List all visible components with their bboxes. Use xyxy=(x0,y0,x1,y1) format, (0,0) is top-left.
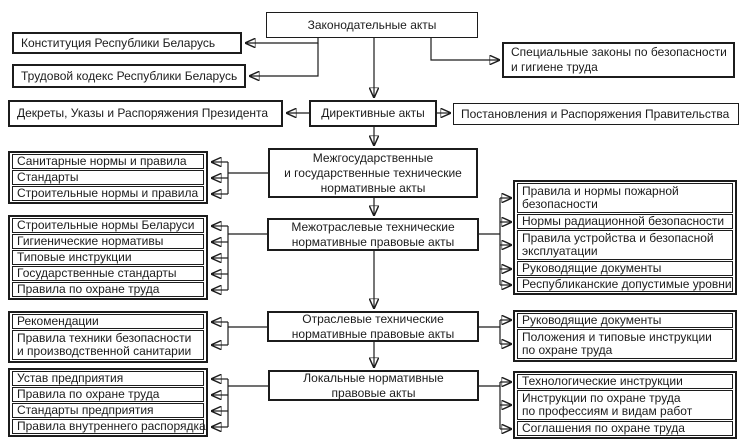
label: и государственные технические xyxy=(284,165,462,180)
node-labor-code: Трудовой кодекс Республики Беларусь xyxy=(12,64,246,88)
label: Специальные законы по безопасности xyxy=(511,45,727,59)
label: и гигиене труда xyxy=(511,60,598,74)
label: Типовые инструкции xyxy=(17,249,132,264)
label: по охране труда xyxy=(522,343,613,357)
list-item: Правила внутреннего распорядка xyxy=(12,418,206,434)
list-local-right: Технологические инструкции Инструкции по… xyxy=(513,371,737,439)
list-item: Устав предприятия xyxy=(12,371,204,386)
label: Санитарные нормы и правила xyxy=(17,153,187,168)
node-constitution: Конституция Республики Беларусь xyxy=(12,32,242,54)
label: и производственной санитарии xyxy=(17,344,192,358)
list-item: Нормы радиационной безопасности xyxy=(517,214,733,229)
label: Отраслевые технические xyxy=(302,311,444,326)
list-local-left: Устав предприятия Правила по охране труд… xyxy=(8,368,208,437)
label: безопасности xyxy=(522,197,598,211)
label: Государственные стандарты xyxy=(17,265,177,280)
label: Локальные нормативные xyxy=(303,370,444,385)
label: Положения и типовые инструкции xyxy=(522,329,712,344)
list-interstate-left: Санитарные нормы и правила Стандарты Стр… xyxy=(8,151,208,204)
list-item: Стандарты xyxy=(12,170,204,185)
list-item: Республиканские допустимые уровни xyxy=(517,277,733,292)
label: нормативные акты xyxy=(320,180,426,195)
node-presidential-decrees: Декреты, Указы и Распоряжения Президента xyxy=(8,100,283,127)
list-item: Стандарты предприятия xyxy=(12,403,204,418)
list-item: Положения и типовые инструкции по охране… xyxy=(517,329,733,359)
list-intersectoral-left: Строительные нормы Беларуси Гигиенически… xyxy=(8,215,208,300)
node-sectoral-technical-acts: Отраслевые технические нормативные право… xyxy=(267,311,479,342)
list-item: Правила и нормы пожарной безопасности xyxy=(517,183,733,213)
list-sectoral-right: Руководящие документы Положения и типовы… xyxy=(513,310,737,362)
list-item: Типовые инструкции xyxy=(12,250,204,265)
label: Правила и нормы пожарной xyxy=(522,183,679,198)
label: по профессиям и видам работ xyxy=(522,404,693,418)
node-legislative-acts: Законодательные акты xyxy=(266,12,478,38)
label: Гигиенические нормативы xyxy=(17,233,164,248)
label: Строительные нормы Беларуси xyxy=(17,217,195,232)
label: Правила по охране труда xyxy=(17,386,160,401)
label: Руководящие документы xyxy=(522,260,662,275)
label: Законодательные акты xyxy=(307,17,437,32)
list-intersectoral-right: Правила и нормы пожарной безопасности Но… xyxy=(513,180,737,295)
label: Правила внутреннего распорядка xyxy=(17,418,206,433)
node-directive-acts: Директивные акты xyxy=(309,100,437,127)
label: Постановления и Распоряжения Правительст… xyxy=(461,106,730,121)
label: Межгосударственные xyxy=(312,150,434,165)
label: Правила по охране труда xyxy=(17,281,160,296)
label: Строительные нормы и правила xyxy=(17,185,199,200)
label: Трудовой кодекс Республики Беларусь xyxy=(21,68,238,83)
list-item: Соглашения по охране труда xyxy=(517,421,733,436)
label: Республиканские допустимые уровни xyxy=(522,276,732,291)
label: Стандарты предприятия xyxy=(17,402,154,417)
node-interstate-technical-acts: Межгосударственные и государственные тех… xyxy=(268,148,478,198)
list-item: Правила по охране труда xyxy=(12,282,204,297)
label: Руководящие документы xyxy=(522,312,662,327)
label: Соглашения по охране труда xyxy=(522,420,685,435)
node-local-normative-acts: Локальные нормативные правовые акты xyxy=(268,370,479,401)
list-item: Санитарные нормы и правила xyxy=(12,154,204,169)
list-item: Руководящие документы xyxy=(517,261,733,276)
list-item: Рекомендации xyxy=(12,314,204,329)
label: Межотраслевые технические xyxy=(291,219,455,234)
label: Инструкции по охране труда xyxy=(522,390,681,405)
connector-arrows xyxy=(212,38,511,429)
list-item: Строительные нормы и правила xyxy=(12,186,204,201)
list-item: Технологические инструкции xyxy=(517,374,733,389)
list-item: Строительные нормы Беларуси xyxy=(12,218,204,233)
label: Конституция Республики Беларусь xyxy=(21,35,216,50)
label: Нормы радиационной безопасности xyxy=(522,213,725,228)
list-item: Инструкции по охране труда по профессиям… xyxy=(517,390,733,420)
label: Устав предприятия xyxy=(17,370,124,385)
list-item: Государственные стандарты xyxy=(12,266,204,281)
label: эксплуатации xyxy=(522,244,598,258)
label: Рекомендации xyxy=(17,313,99,328)
node-special-laws: Специальные законы по безопасности и гиг… xyxy=(502,42,735,78)
list-item: Правила устройства и безопасной эксплуат… xyxy=(517,230,733,260)
label: нормативные правовые акты xyxy=(291,234,455,249)
label: Правила устройства и безопасной xyxy=(522,230,714,245)
list-item: Руководящие документы xyxy=(517,313,733,328)
label: нормативные правовые акты xyxy=(291,326,455,341)
label: Правила техники безопасности xyxy=(17,330,192,345)
label: Декреты, Указы и Распоряжения Президента xyxy=(17,106,269,120)
node-intersectoral-technical-acts: Межотраслевые технические нормативные пр… xyxy=(267,218,479,251)
list-sectoral-left: Рекомендации Правила техники безопасност… xyxy=(8,311,208,363)
label: Технологические инструкции xyxy=(522,373,683,388)
node-government-resolutions: Постановления и Распоряжения Правительст… xyxy=(453,103,739,125)
label: Директивные акты xyxy=(321,106,425,120)
label: Стандарты xyxy=(17,169,79,184)
label: правовые акты xyxy=(331,385,416,400)
list-item: Гигиенические нормативы xyxy=(12,234,204,249)
list-item: Правила по охране труда xyxy=(12,387,204,402)
list-item: Правила техники безопасности и производс… xyxy=(12,330,204,360)
